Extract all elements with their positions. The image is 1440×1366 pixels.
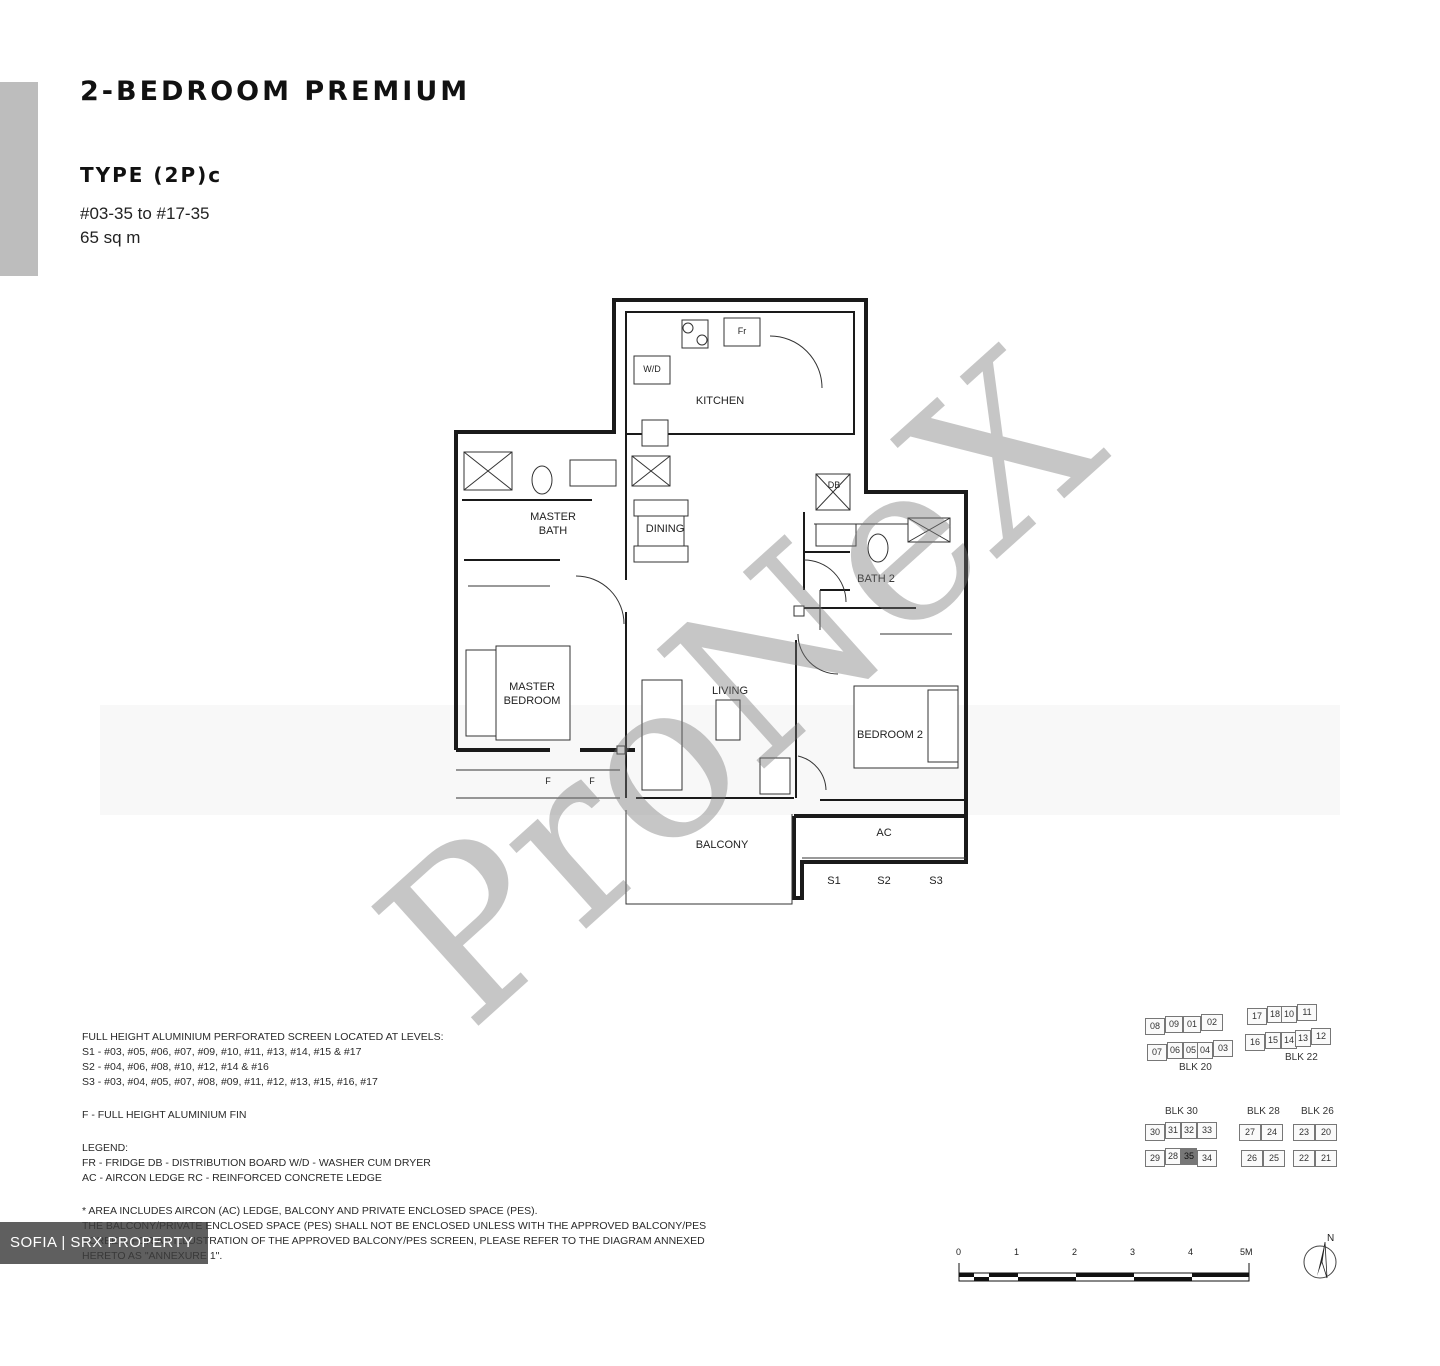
keyplan-unit: 16: [1245, 1034, 1265, 1051]
label-bath-2: BATH 2: [857, 573, 895, 585]
scale-tick-label: 3: [1130, 1247, 1135, 1257]
label-master-bedroom-2: BEDROOM: [504, 695, 561, 707]
room-labels: KITCHEN MASTER BATH DINING BATH 2 MASTER…: [504, 326, 943, 887]
keyplan-unit: 29: [1145, 1150, 1165, 1167]
label-fin-left: F: [545, 776, 551, 786]
keyplan-unit: 33: [1197, 1122, 1217, 1139]
keyplan-unit: 02: [1201, 1014, 1223, 1031]
keyplan-unit: 20: [1315, 1124, 1337, 1141]
interior-walls: [462, 434, 966, 801]
source-badge: SOFIA | SRX PROPERTY: [0, 1222, 208, 1264]
scale-tick-label: 0: [956, 1247, 961, 1257]
label-bedroom-2: BEDROOM 2: [857, 729, 923, 741]
label-dining: DINING: [646, 523, 685, 535]
screen-s2: S2 - #04, #06, #08, #10, #12, #14 & #16: [82, 1061, 269, 1073]
legend-heading: LEGEND:: [82, 1142, 129, 1154]
keyplan-unit: 25: [1263, 1150, 1285, 1167]
label-ac: AC: [876, 827, 891, 839]
fixtures: [463, 317, 959, 795]
keyplan-unit: 22: [1293, 1150, 1315, 1167]
keyplan-unit: 06: [1167, 1042, 1183, 1059]
key-plan: 08 09 01 02 07 06 05 04 03 BLK 20 17 18 …: [1135, 1000, 1365, 1175]
unit-info: #03-35 to #17-35 65 sq m: [80, 202, 210, 250]
label-fin-right: F: [589, 776, 595, 786]
label-kitchen: KITCHEN: [696, 395, 744, 407]
keyplan-unit: 10: [1281, 1006, 1297, 1023]
keyplan-unit: 15: [1265, 1032, 1281, 1049]
keyplan-unit: 28: [1165, 1148, 1181, 1165]
fin-note: F - FULL HEIGHT ALUMINIUM FIN: [82, 1109, 247, 1121]
keyplan-unit: 04: [1197, 1042, 1213, 1059]
area-note-1: * AREA INCLUDES AIRCON (AC) LEDGE, BALCO…: [82, 1205, 538, 1217]
scale-bar: 0 1 2 3 4 5M: [956, 1247, 1253, 1282]
keyplan-unit: 21: [1315, 1150, 1337, 1167]
label-master-bedroom-1: MASTER: [509, 681, 555, 693]
notes: FULL HEIGHT ALUMINIUM PERFORATED SCREEN …: [82, 1030, 706, 1264]
label-screen-s3: S3: [929, 875, 942, 887]
label-screen-s2: S2: [877, 875, 890, 887]
keyplan-unit: 31: [1165, 1122, 1181, 1139]
screen-s1: S1 - #03, #05, #06, #07, #09, #10, #11, …: [82, 1046, 362, 1058]
label-washer: W/D: [643, 364, 661, 374]
scale-tick-label: 2: [1072, 1247, 1077, 1257]
page-title: 2-BEDROOM PREMIUM: [80, 76, 471, 107]
unit-area: 65 sq m: [80, 228, 141, 247]
keyplan-blk26-label: BLK 26: [1301, 1106, 1334, 1117]
scale-tick-label: 4: [1188, 1247, 1193, 1257]
label-master-bath-2: BATH: [539, 525, 568, 537]
unit-type-label: TYPE (2P)c: [80, 163, 223, 187]
keyplan-blk22-label: BLK 22: [1285, 1052, 1318, 1063]
label-screen-s1: S1: [827, 875, 840, 887]
keyplan-unit: 12: [1311, 1028, 1331, 1045]
label-fridge: Fr: [738, 326, 747, 336]
keyplan-blk20-label: BLK 20: [1179, 1062, 1212, 1073]
keyplan-unit: 32: [1181, 1122, 1197, 1139]
keyplan-unit: 08: [1145, 1018, 1165, 1035]
keyplan-unit: 30: [1145, 1124, 1165, 1141]
area-note-3: SCREEN. FOR AN ILLUSTRATION OF THE APPRO…: [82, 1235, 705, 1247]
scale-tick-label: 5M: [1240, 1247, 1253, 1257]
keyplan-unit-highlighted: 35: [1181, 1148, 1197, 1165]
keyplan-unit: 17: [1247, 1008, 1267, 1025]
keyplan-unit: 14: [1281, 1032, 1297, 1049]
keyplan-unit: 34: [1197, 1150, 1217, 1167]
keyplan-unit: 27: [1239, 1124, 1261, 1141]
keyplan-unit: 09: [1165, 1016, 1183, 1033]
keyplan-unit: 07: [1147, 1044, 1167, 1061]
screen-s3: S3 - #03, #04, #05, #07, #08, #09, #11, …: [82, 1076, 378, 1088]
north-label: N: [1327, 1233, 1334, 1244]
north-arrow-icon: N: [1303, 1233, 1337, 1279]
outer-walls: [454, 298, 968, 900]
side-tab: [0, 82, 38, 276]
label-living: LIVING: [712, 685, 748, 697]
legend-line-1: Fr - FRIDGE DB - DISTRIBUTION BOARD W/D …: [82, 1157, 431, 1169]
scale-tick-label: 1: [1014, 1247, 1019, 1257]
keyplan-unit: 01: [1183, 1016, 1201, 1033]
keyplan-unit: 03: [1213, 1040, 1233, 1057]
keyplan-unit: 24: [1261, 1124, 1283, 1141]
unit-range: #03-35 to #17-35: [80, 204, 210, 223]
door-swings: [575, 335, 847, 791]
keyplan-unit: 11: [1297, 1004, 1317, 1021]
legend-line-2: AC - AIRCON LEDGE RC - REINFORCED CONCRE…: [82, 1172, 382, 1184]
keyplan-blk30-label: BLK 30: [1165, 1106, 1198, 1117]
screen-heading: FULL HEIGHT ALUMINIUM PERFORATED SCREEN …: [82, 1031, 444, 1043]
keyplan-unit: 26: [1241, 1150, 1263, 1167]
label-balcony: BALCONY: [696, 839, 749, 851]
balcony-outline: [456, 769, 966, 905]
label-db: DB: [828, 480, 841, 490]
keyplan-unit: 23: [1293, 1124, 1315, 1141]
area-note-2: THE BALCONY/PRIVATE ENCLOSED SPACE (PES)…: [82, 1220, 707, 1232]
label-master-bath-1: MASTER: [530, 511, 576, 523]
keyplan-blk28-label: BLK 28: [1247, 1106, 1280, 1117]
keyplan-unit: 13: [1295, 1030, 1311, 1047]
floor-plan: KITCHEN MASTER BATH DINING BATH 2 MASTER…: [454, 298, 968, 905]
